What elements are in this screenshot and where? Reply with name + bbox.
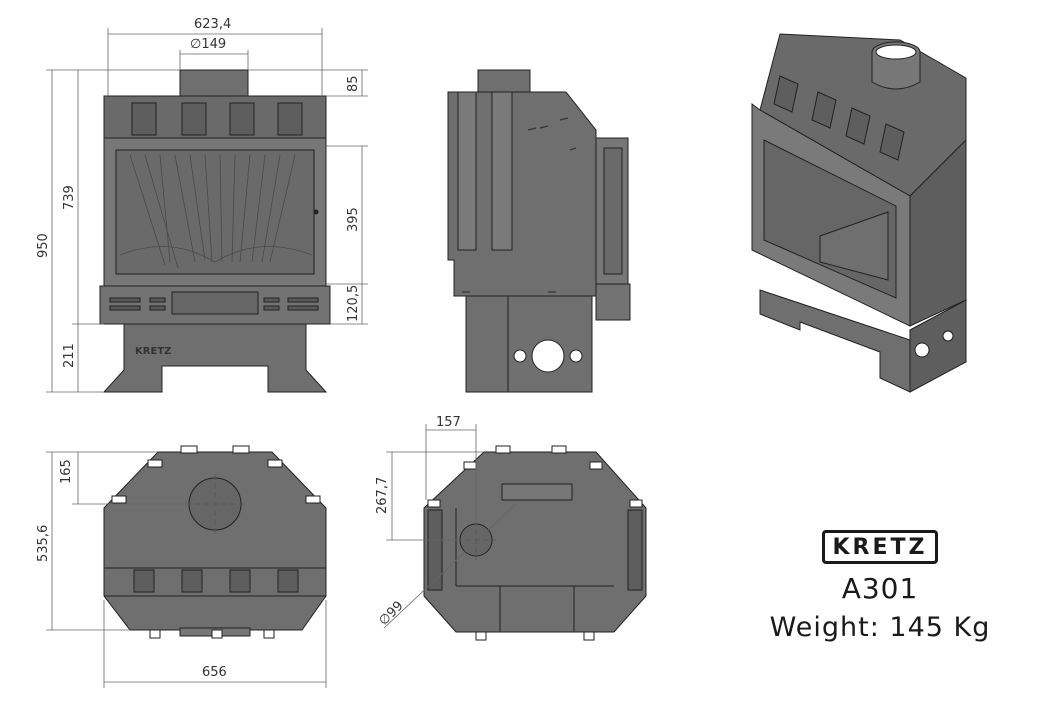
dim-rear-offset-x: 157	[436, 415, 461, 430]
dim-body-height: 739	[62, 185, 77, 210]
front-view: KRETZ	[99, 69, 331, 393]
top-view	[103, 445, 327, 639]
weight-label: Weight: 145 Kg	[769, 612, 991, 643]
front-glass	[115, 149, 315, 275]
dim-front-width: 623,4	[194, 17, 231, 32]
dim-bottom-width: 656	[202, 665, 227, 680]
top-view-outline	[103, 451, 327, 631]
front-base	[102, 323, 328, 393]
bottom-view	[423, 445, 647, 641]
dim-total-height: 950	[36, 233, 51, 258]
perspective-view	[751, 33, 967, 393]
side-view	[447, 69, 631, 393]
dim-flue-diameter: ∅149	[190, 37, 226, 52]
top-dimensions	[46, 451, 327, 688]
model-name: A301	[841, 572, 919, 605]
side-base	[465, 295, 593, 393]
dim-leg-height: 211	[62, 343, 77, 368]
dim-rear-offset-y: 267,7	[375, 477, 390, 514]
brand-logo-text: KRETZ	[832, 534, 928, 560]
bottom-dimensions	[383, 424, 517, 629]
dim-overall-depth: 535,6	[36, 525, 51, 562]
dim-ashbox-height: 120,5	[346, 285, 361, 322]
dim-glass-height: 395	[346, 207, 361, 232]
dim-top-depth: 165	[59, 459, 74, 484]
front-base-logo: KRETZ	[135, 346, 171, 357]
dim-top-height: 85	[346, 75, 361, 92]
front-dimensions	[46, 28, 368, 393]
bottom-view-outline	[423, 451, 647, 633]
front-flue-collar	[179, 69, 249, 99]
dim-air-inlet-diameter: ∅99	[376, 599, 406, 629]
brand-logo: KRETZ	[822, 530, 938, 564]
